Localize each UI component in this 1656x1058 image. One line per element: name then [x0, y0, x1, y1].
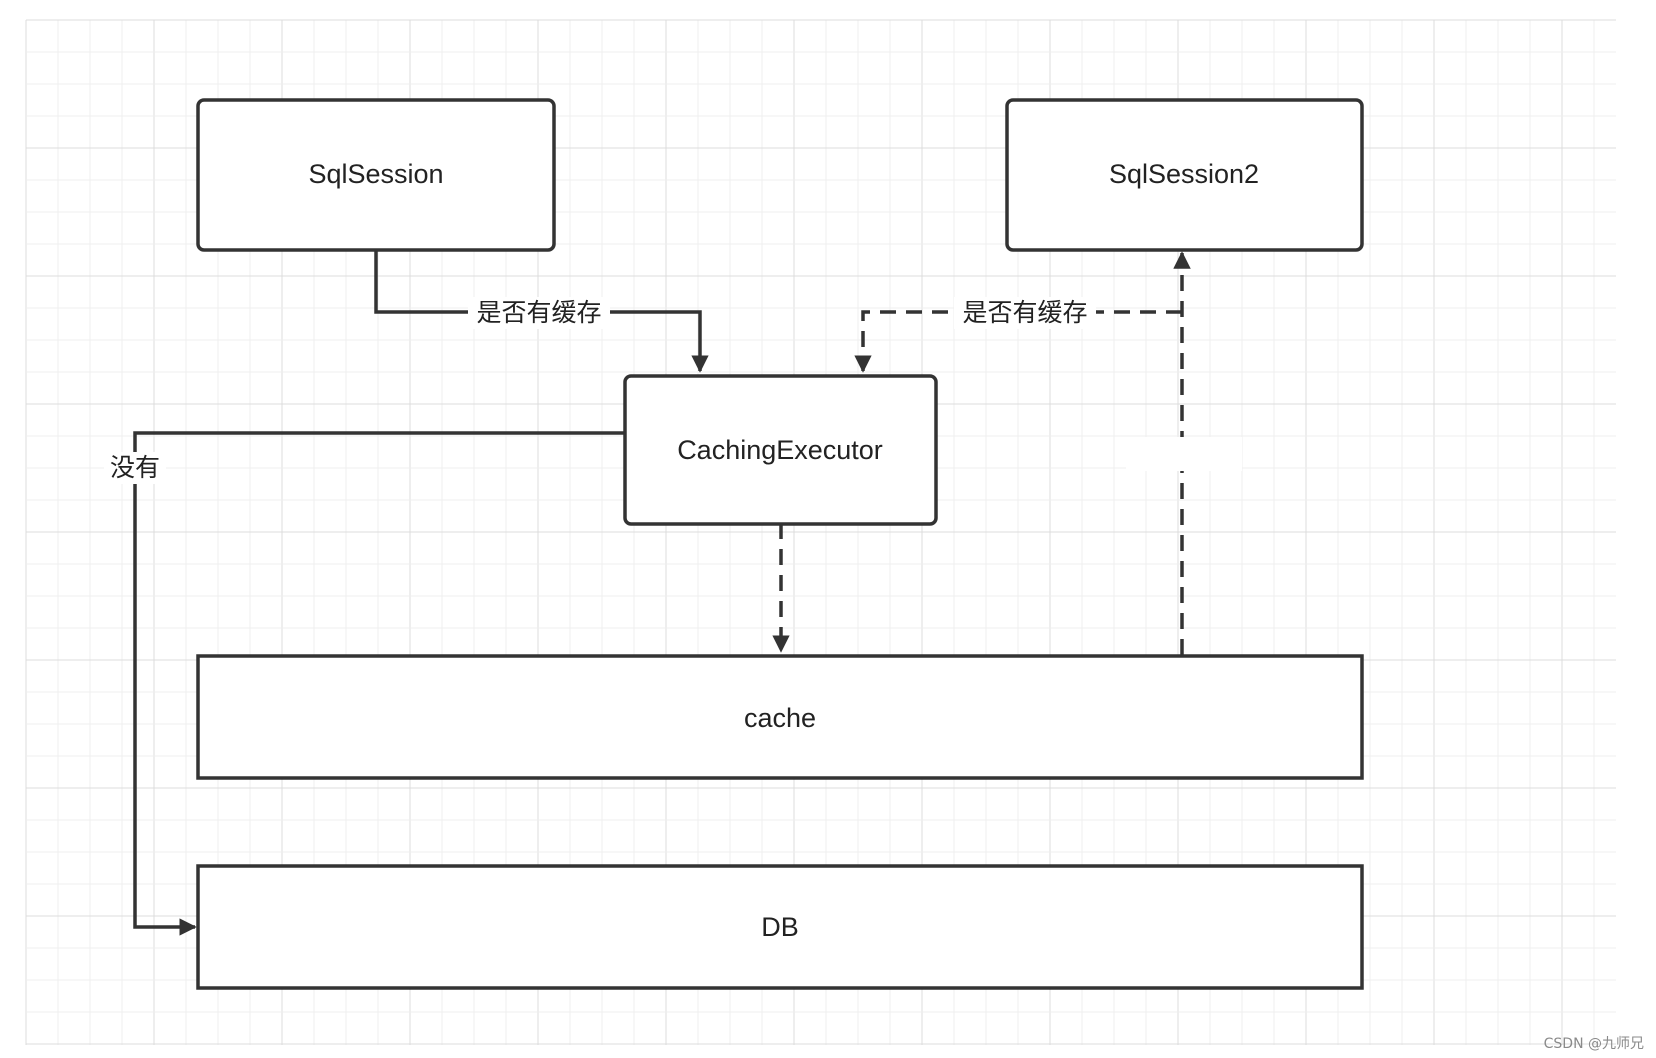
node-caching-executor[interactable]: CachingExecutor [623, 374, 938, 526]
edge-label-sqlsession-to-executor-text: 是否有缓存 [476, 298, 601, 327]
node-cache[interactable]: cache [196, 654, 1364, 780]
node-caching-executor-label: CachingExecutor [677, 435, 883, 465]
node-cache-label: cache [744, 703, 816, 733]
node-db-label: DB [761, 912, 799, 942]
node-sqlsession[interactable]: SqlSession [196, 98, 556, 252]
edge-label-sqlsession2-to-executor: 是否有缓存 [954, 297, 1096, 329]
watermark: CSDN @九师兄 [1544, 1036, 1644, 1052]
node-sqlsession2[interactable]: SqlSession2 [1005, 98, 1364, 252]
edge-label-sqlsession2-to-executor-text: 是否有缓存 [962, 298, 1087, 327]
edge-label-cache-to-sqlsession2 [1126, 437, 1242, 471]
node-sqlsession-label: SqlSession [308, 159, 443, 189]
node-db[interactable]: DB [196, 864, 1364, 990]
edge-label-executor-to-db-text: 没有 [110, 453, 160, 482]
node-sqlsession2-label: SqlSession2 [1109, 159, 1259, 189]
edge-executor-to-db [133, 431, 624, 936]
edge-label-executor-to-db: 没有 [104, 452, 166, 484]
edge-label-sqlsession-to-executor: 是否有缓存 [468, 297, 610, 329]
